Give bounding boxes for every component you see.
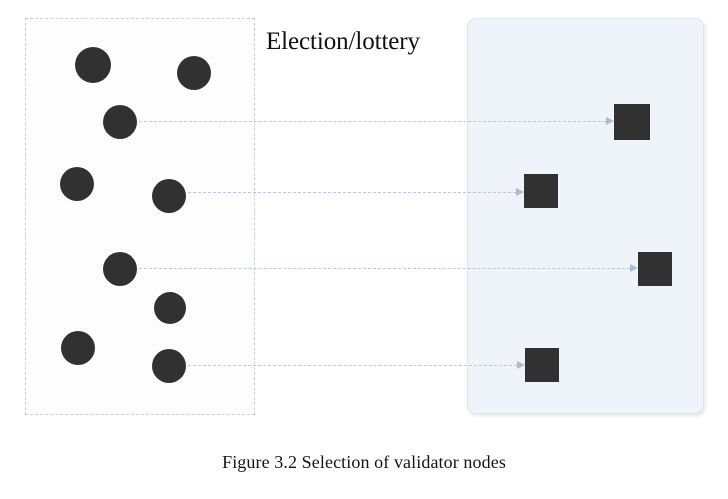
election-lottery-label: Election/lottery xyxy=(266,28,420,55)
validator-node-v1 xyxy=(614,104,650,140)
arrow-head-icon-e1 xyxy=(606,117,614,125)
figure-caption: Figure 3.2 Selection of validator nodes xyxy=(222,452,506,472)
candidate-node-c3 xyxy=(103,105,137,139)
candidate-node-c5 xyxy=(152,179,186,213)
selection-arrow-e1 xyxy=(139,121,606,122)
selection-arrow-e4 xyxy=(188,365,517,366)
candidate-node-c8 xyxy=(61,331,95,365)
validator-node-v3 xyxy=(638,252,672,286)
candidate-pool-box xyxy=(25,18,255,415)
selection-arrow-e2 xyxy=(188,192,516,193)
selection-arrow-e3 xyxy=(139,268,630,269)
candidate-node-c6 xyxy=(103,252,137,286)
candidate-node-c1 xyxy=(75,47,111,83)
candidate-node-c7 xyxy=(154,292,186,324)
arrow-head-icon-e2 xyxy=(516,188,524,196)
candidate-node-c4 xyxy=(60,167,94,201)
validator-node-v2 xyxy=(524,174,558,208)
validator-node-v4 xyxy=(525,348,559,382)
validator-set-box xyxy=(467,18,704,414)
arrow-head-icon-e4 xyxy=(517,361,525,369)
candidate-node-c9 xyxy=(152,349,186,383)
arrow-head-icon-e3 xyxy=(630,264,638,272)
candidate-node-c2 xyxy=(177,56,211,90)
